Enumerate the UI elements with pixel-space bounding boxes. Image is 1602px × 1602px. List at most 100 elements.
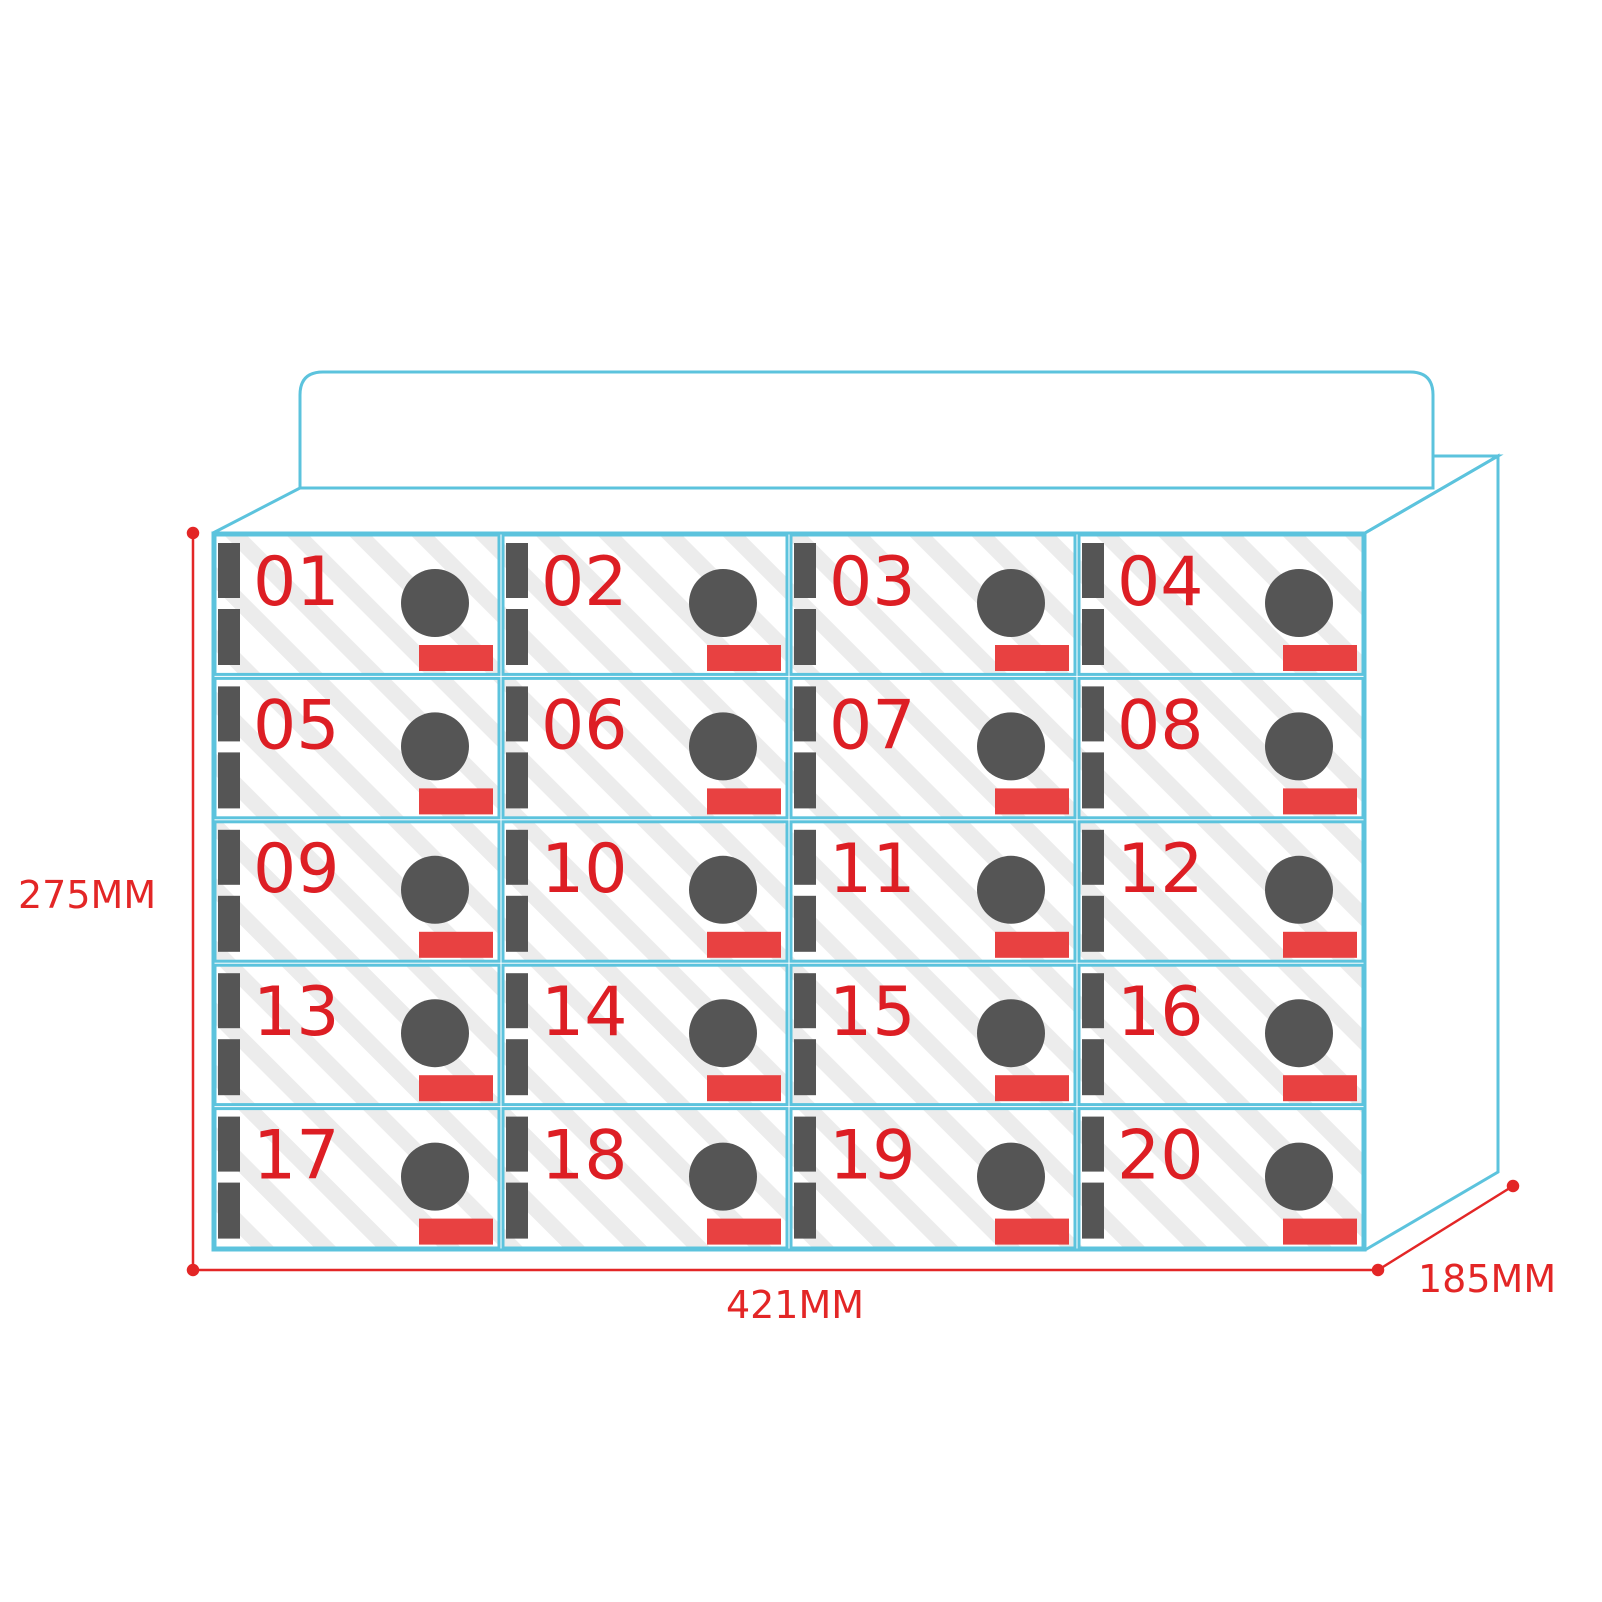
label-bar	[419, 931, 493, 958]
hinge-icon	[506, 895, 528, 952]
hinge-icon	[218, 973, 240, 1029]
hinge-icon	[218, 1116, 240, 1172]
hinge-icon	[218, 829, 240, 885]
lock-button-icon[interactable]	[977, 855, 1045, 924]
cell-number: 10	[541, 830, 628, 909]
label-bar	[995, 1218, 1069, 1245]
locker-cell-09[interactable]: 09	[213, 820, 501, 963]
hinge-icon	[794, 1039, 816, 1096]
locker-cell-06[interactable]: 06	[501, 676, 789, 820]
label-bar	[419, 788, 493, 815]
locker-cell-14[interactable]: 14	[501, 963, 789, 1107]
label-bar	[995, 645, 1069, 671]
lock-button-icon[interactable]	[1265, 712, 1333, 781]
locker-cell-18[interactable]: 18	[501, 1107, 789, 1250]
locker-cell-03[interactable]: 03	[789, 533, 1077, 676]
hinge-icon	[794, 609, 816, 665]
lock-button-icon[interactable]	[401, 855, 469, 924]
locker-cell-17[interactable]: 17	[213, 1107, 501, 1250]
cell-number: 02	[541, 543, 628, 622]
cell-number: 13	[253, 973, 340, 1052]
label-bar	[1283, 645, 1357, 671]
lock-button-icon[interactable]	[401, 1142, 469, 1211]
label-bar	[1283, 1075, 1357, 1102]
hinge-icon	[218, 1039, 240, 1096]
hinge-icon	[1082, 829, 1104, 885]
lock-button-icon[interactable]	[1265, 1142, 1333, 1211]
locker-cell-20[interactable]: 20	[1077, 1107, 1365, 1250]
hinge-icon	[794, 829, 816, 885]
locker-cell-02[interactable]: 02	[501, 533, 789, 676]
lock-button-icon[interactable]	[401, 999, 469, 1068]
hinge-icon	[794, 686, 816, 742]
lock-button-icon[interactable]	[689, 712, 757, 781]
hinge-icon	[218, 1182, 240, 1239]
lock-button-icon[interactable]	[977, 712, 1045, 781]
locker-cell-04[interactable]: 04	[1077, 533, 1365, 676]
front-frame	[211, 531, 1367, 1252]
lock-button-icon[interactable]	[977, 1142, 1045, 1211]
hinge-icon	[506, 609, 528, 665]
label-bar	[995, 1075, 1069, 1102]
locker-cell-07[interactable]: 07	[789, 676, 1077, 820]
label-bar	[1283, 788, 1357, 815]
cell-number: 01	[253, 543, 340, 622]
hinge-icon	[1082, 1182, 1104, 1239]
lock-button-icon[interactable]	[1265, 999, 1333, 1068]
cell-number: 04	[1117, 543, 1204, 622]
depth-dimension-line	[1377, 1184, 1514, 1272]
width-dimension-label: 421MM	[726, 1283, 864, 1327]
locker-cell-11[interactable]: 11	[789, 820, 1077, 963]
lock-button-icon[interactable]	[977, 999, 1045, 1068]
locker-cell-10[interactable]: 10	[501, 820, 789, 963]
hinge-icon	[1082, 895, 1104, 952]
cell-number: 07	[829, 686, 916, 765]
lock-button-icon[interactable]	[401, 712, 469, 781]
back-panel	[298, 370, 1435, 488]
cell-number: 18	[541, 1117, 628, 1196]
cell-number: 14	[541, 973, 628, 1052]
hinge-icon	[1082, 973, 1104, 1029]
lock-button-icon[interactable]	[689, 569, 757, 637]
hinge-icon	[794, 973, 816, 1029]
hinge-icon	[506, 829, 528, 885]
cell-number: 17	[253, 1117, 340, 1196]
hinge-icon	[794, 895, 816, 952]
hinge-icon	[1082, 1116, 1104, 1172]
locker-cell-05[interactable]: 05	[213, 676, 501, 820]
cell-number: 15	[829, 973, 916, 1052]
hinge-icon	[506, 1182, 528, 1239]
height-dimension-label: 275MM	[18, 873, 156, 917]
depth-dimension-end-dot	[1506, 1179, 1520, 1193]
right-side-face	[1364, 453, 1500, 1252]
locker-cell-01[interactable]: 01	[213, 533, 501, 676]
lock-button-icon[interactable]	[401, 569, 469, 637]
locker-cell-19[interactable]: 19	[789, 1107, 1077, 1250]
depth-dimension-label: 185MM	[1418, 1257, 1556, 1301]
hinge-icon	[506, 686, 528, 742]
lock-button-icon[interactable]	[1265, 569, 1333, 637]
hinge-icon	[218, 609, 240, 665]
locker-cell-16[interactable]: 16	[1077, 963, 1365, 1107]
lock-button-icon[interactable]	[689, 999, 757, 1068]
lock-button-icon[interactable]	[689, 1142, 757, 1211]
hinge-icon	[218, 752, 240, 809]
height-dimension-top-dot	[186, 526, 200, 540]
cell-number: 08	[1117, 686, 1204, 765]
cell-number: 03	[829, 543, 916, 622]
lock-button-icon[interactable]	[977, 569, 1045, 637]
hinge-icon	[794, 1182, 816, 1239]
label-bar	[995, 931, 1069, 958]
hinge-icon	[794, 543, 816, 598]
locker-cell-12[interactable]: 12	[1077, 820, 1365, 963]
cell-number: 05	[253, 686, 340, 765]
locker-cell-08[interactable]: 08	[1077, 676, 1365, 820]
locker-cell-15[interactable]: 15	[789, 963, 1077, 1107]
lock-button-icon[interactable]	[689, 855, 757, 924]
cell-number: 19	[829, 1117, 916, 1196]
hinge-icon	[218, 895, 240, 952]
lock-button-icon[interactable]	[1265, 855, 1333, 924]
locker-cell-13[interactable]: 13	[213, 963, 501, 1107]
label-bar	[419, 645, 493, 671]
